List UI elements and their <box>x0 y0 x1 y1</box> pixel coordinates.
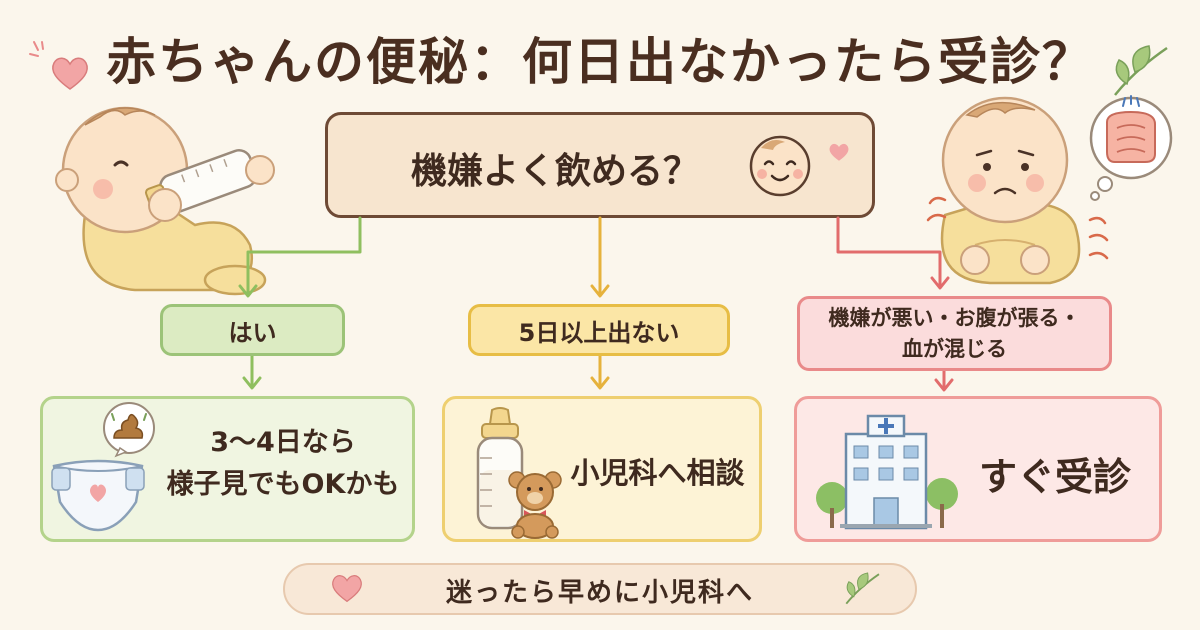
teddy-bear-icon <box>508 471 562 539</box>
footer-banner <box>283 563 917 615</box>
branch-label-yes: はい <box>160 304 345 356</box>
heart-icon <box>332 575 362 603</box>
worried-baby <box>940 96 1081 285</box>
result-wait-line1: 3〜4日なら <box>210 427 356 458</box>
pain-lines <box>926 196 947 222</box>
question-text: 機嫌よく飲める？ <box>410 151 699 192</box>
page-title: 赤ちゃんの便秘：何日出なかったら受診？ <box>106 33 1094 91</box>
heart-icon <box>52 57 88 90</box>
baby-drinking-bottle <box>55 106 275 296</box>
footer-text: 迷ったら早めに小児科へ <box>445 578 754 608</box>
heart-icon <box>829 143 849 161</box>
hospital-icon <box>816 414 958 530</box>
branch-label-5-days: 5日以上出ない <box>468 304 730 356</box>
poop-icon <box>103 402 155 458</box>
branch-label-warning-line2: 血が混じる <box>902 336 1007 361</box>
sparkle-lines <box>29 41 44 57</box>
diaper-icon <box>51 459 145 532</box>
pain-lines <box>1088 216 1109 260</box>
result-wait-text: 3〜4日なら 様子見でもOKかも <box>158 422 408 506</box>
leaf-icon <box>845 572 880 605</box>
branch-label-warning-line1: 機嫌が悪い・お腹が張る・ <box>828 306 1081 331</box>
leaf-icon <box>1114 45 1168 96</box>
result-visit-text: すぐ受診 <box>978 455 1131 499</box>
result-wait-line2: 様子見でもOKかも <box>166 468 400 500</box>
branch-label-warning: 機嫌が悪い・お腹が張る・ 血が混じる <box>797 296 1112 371</box>
result-consult-text: 小児科へ相談 <box>570 456 745 490</box>
happy-face-icon <box>749 135 811 197</box>
intestine-thought-icon <box>1089 95 1173 201</box>
